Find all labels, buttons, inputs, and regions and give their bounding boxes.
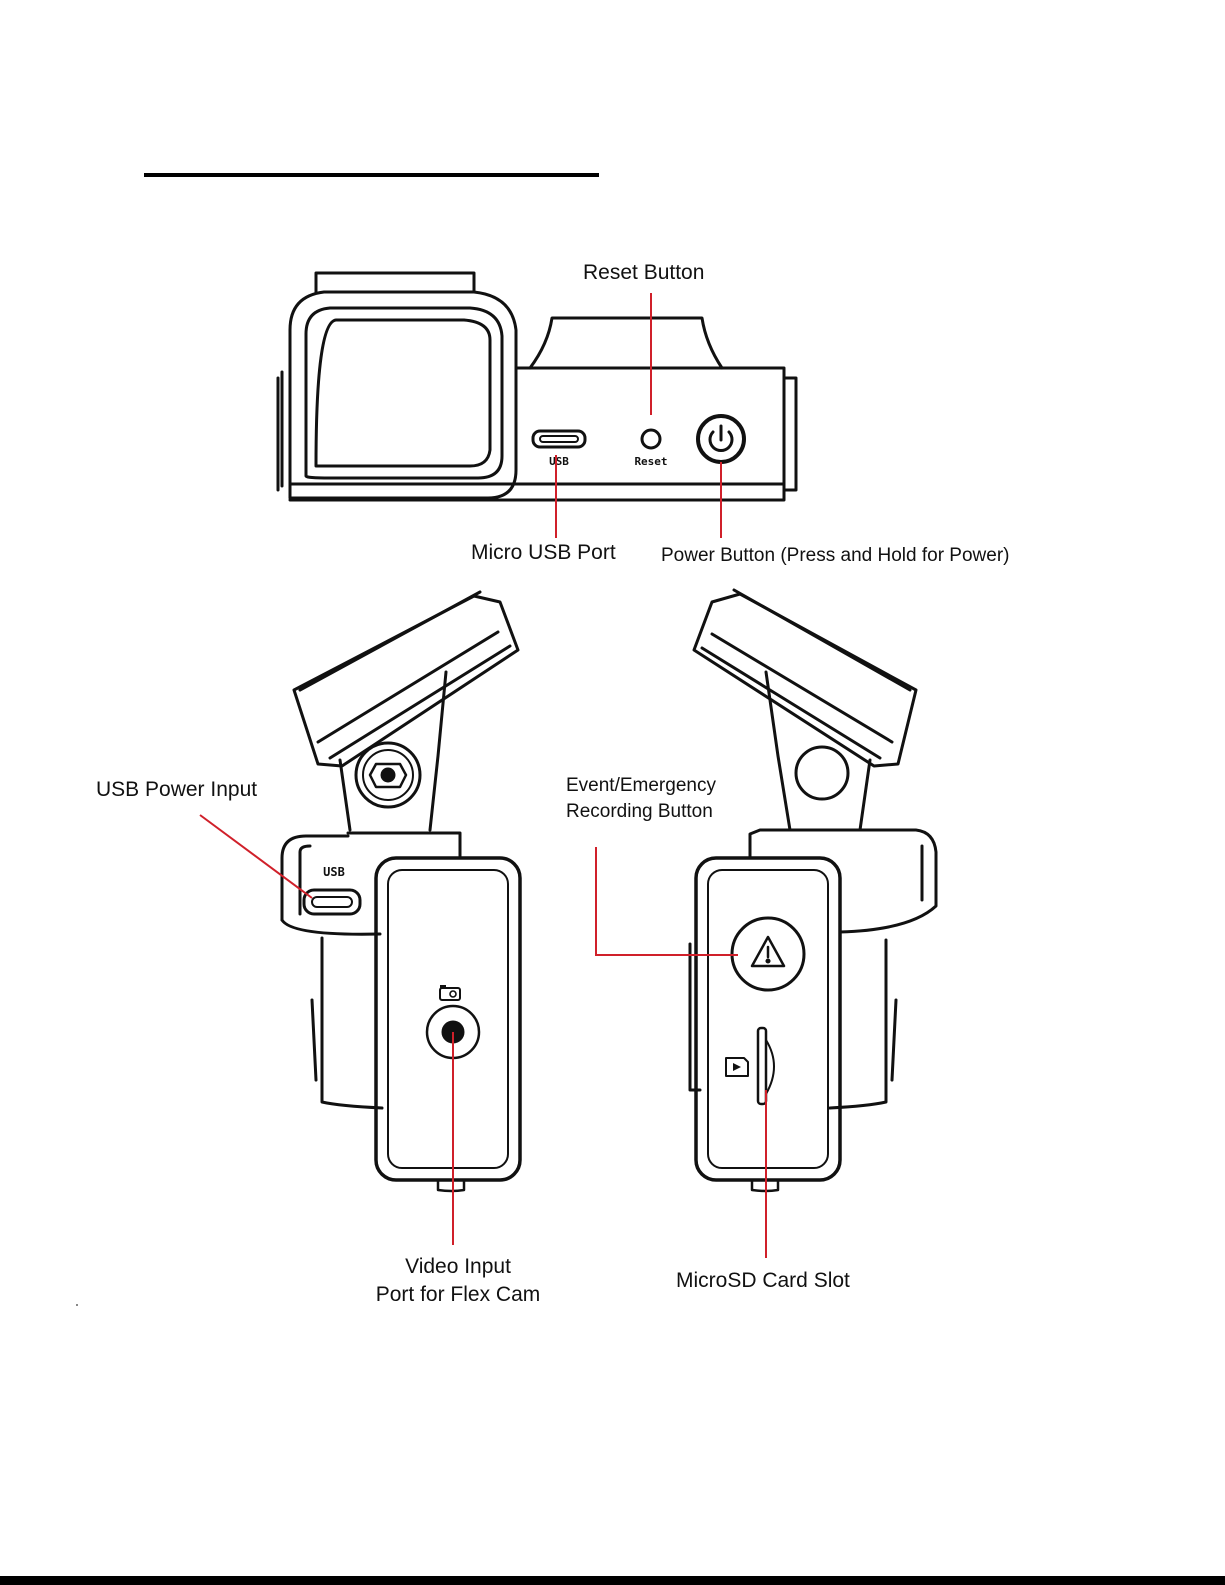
- callout-event-emergency-line2: Recording Button: [566, 799, 713, 825]
- callout-micro-usb-port: Micro USB Port: [471, 540, 616, 566]
- callout-power-button: Power Button (Press and Hold for Power): [661, 543, 1010, 569]
- callout-microsd-slot: MicroSD Card Slot: [676, 1268, 850, 1294]
- top-view: [278, 273, 796, 500]
- callout-event-emergency-line1: Event/Emergency: [566, 773, 716, 799]
- warning-triangle-icon: [752, 937, 784, 966]
- left-side-view: [282, 592, 520, 1191]
- reset-hole: [642, 430, 660, 448]
- usb-label-top: USB: [549, 455, 569, 468]
- camera-icon: [440, 985, 460, 1000]
- sd-card-icon: [726, 1058, 748, 1076]
- leader-event-button: [596, 847, 738, 955]
- reset-label-top: Reset: [634, 455, 667, 468]
- callout-video-input-line2: Port for Flex Cam: [360, 1282, 556, 1308]
- right-side-view: [690, 590, 936, 1191]
- usb-label-side: USB: [323, 865, 345, 879]
- callout-usb-power-input: USB Power Input: [96, 777, 257, 803]
- power-icon: [710, 426, 732, 451]
- stray-mark: [76, 1304, 78, 1306]
- page-bottom-border: [0, 1576, 1225, 1585]
- microsd-slot-shape: [758, 1028, 766, 1104]
- callout-video-input-line1: Video Input: [370, 1254, 546, 1280]
- callout-reset-button: Reset Button: [583, 260, 704, 286]
- leader-usb-power-input: [200, 815, 312, 898]
